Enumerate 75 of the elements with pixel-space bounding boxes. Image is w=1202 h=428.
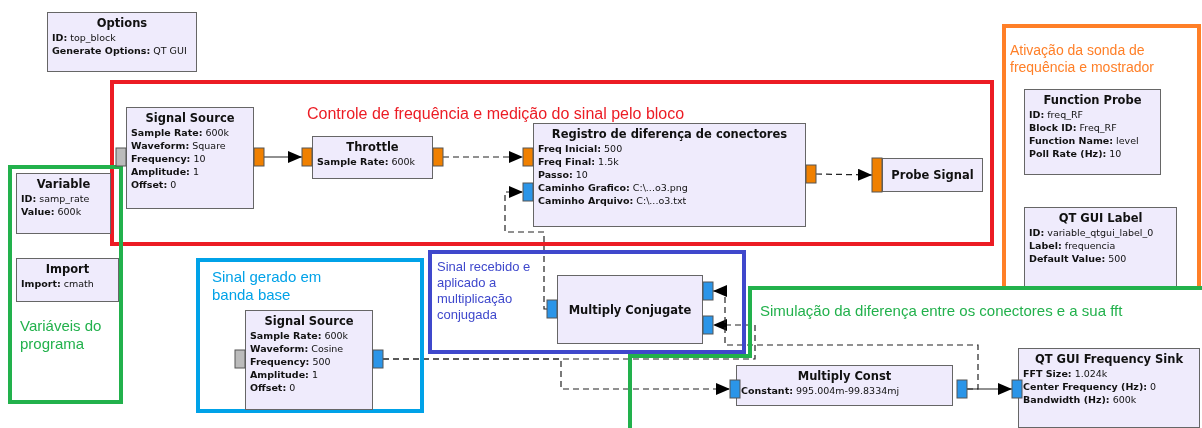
block-title: Signal Source bbox=[144, 110, 236, 126]
block-title: Function Probe bbox=[1042, 92, 1143, 108]
frame-caption: Sinal recebido e aplicado a multiplicação conjugada bbox=[437, 259, 532, 323]
property-text: Bandwidth (Hz): 600k bbox=[1023, 393, 1138, 406]
property-text: ID: top_block bbox=[52, 31, 117, 44]
property-text: Frequency: 10 bbox=[131, 152, 207, 165]
property-text: Freq Inicial: 500 bbox=[538, 142, 624, 155]
block-title: Options bbox=[95, 15, 149, 31]
property-text: Default Value: 500 bbox=[1029, 252, 1128, 265]
block-box bbox=[533, 123, 806, 227]
arrow bbox=[815, 168, 873, 181]
frame-caption: Simulação da diferença entre os conectores e a sua fft bbox=[760, 302, 1124, 321]
property-text: Sample Rate: 600k bbox=[250, 329, 350, 342]
block-title: Multiply Conjugate bbox=[568, 301, 692, 318]
block-box bbox=[312, 136, 433, 179]
frame-caption: Variáveis do programa bbox=[20, 317, 103, 354]
annotation-frame bbox=[8, 165, 123, 404]
property-text: Constant: 995.004m-99.8334mj bbox=[741, 384, 901, 397]
block-box bbox=[16, 173, 111, 234]
block-box bbox=[47, 12, 197, 72]
arrow bbox=[263, 151, 303, 163]
property-text: ID: samp_rate bbox=[21, 192, 91, 205]
property-text: Waveform: Cosine bbox=[250, 342, 345, 355]
block-title: Variable bbox=[35, 176, 92, 192]
arrow bbox=[442, 151, 524, 163]
arrow bbox=[712, 285, 979, 390]
property-text: Sample Rate: 600k bbox=[317, 155, 417, 168]
block-box bbox=[1024, 89, 1161, 175]
property-text: ID: freq_RF bbox=[1029, 108, 1084, 121]
property-text: Caminho Arquivo: C:\...o3.txt bbox=[538, 194, 688, 207]
property-text: FFT Size: 1.024k bbox=[1023, 367, 1109, 380]
property-text: Poll Rate (Hz): 10 bbox=[1029, 147, 1123, 160]
property-text: Waveform: Square bbox=[131, 139, 227, 152]
block-box bbox=[882, 158, 983, 192]
block-title: QT GUI Label bbox=[1057, 210, 1144, 226]
property-text: Sample Rate: 600k bbox=[131, 126, 231, 139]
block-box bbox=[736, 365, 953, 406]
block-title: Signal Source bbox=[263, 313, 355, 329]
arrow bbox=[504, 186, 548, 310]
block-title: Throttle bbox=[345, 139, 400, 155]
block-box bbox=[16, 258, 119, 302]
block-box bbox=[245, 310, 373, 410]
block-title: Probe Signal bbox=[891, 167, 974, 183]
annotation-frame bbox=[428, 250, 746, 354]
property-text: Freq Final: 1.5k bbox=[538, 155, 620, 168]
property-text: Generate Options: QT GUI bbox=[52, 44, 188, 57]
property-text: Passo: 10 bbox=[538, 168, 589, 181]
block-box bbox=[126, 107, 254, 209]
block-title: Import bbox=[44, 261, 91, 277]
property-text: Amplitude: 1 bbox=[250, 368, 319, 381]
block-box bbox=[557, 275, 703, 344]
annotation-frame bbox=[196, 258, 424, 413]
property-text: Center Frequency (Hz): 0 bbox=[1023, 380, 1158, 393]
frame-caption: Controle de frequência e medição do sinal pelo bloco bbox=[307, 104, 686, 124]
block-box bbox=[1024, 207, 1177, 288]
property-text: Offset: 0 bbox=[250, 381, 297, 394]
property-text: Offset: 0 bbox=[131, 178, 178, 191]
frame-caption: Ativação da sonda de frequência e mostrador bbox=[1010, 42, 1155, 77]
property-text: ID: variable_qtgui_label_0 bbox=[1029, 226, 1155, 239]
property-text: Import: cmath bbox=[21, 277, 95, 290]
property-text: Amplitude: 1 bbox=[131, 165, 200, 178]
property-text: Function Name: level bbox=[1029, 134, 1140, 147]
block-title: Registro de diferença de conectores bbox=[550, 126, 789, 142]
block-title: Multiply Const bbox=[796, 368, 893, 384]
block-box bbox=[1018, 348, 1200, 428]
annotation-frame bbox=[110, 80, 994, 246]
property-text: Label: frequencia bbox=[1029, 239, 1117, 252]
property-text: Block ID: Freq_RF bbox=[1029, 121, 1118, 134]
property-text: Value: 600k bbox=[21, 205, 83, 218]
arrow bbox=[966, 383, 1013, 395]
property-text: Caminho Grafico: C:\...o3.png bbox=[538, 181, 689, 194]
arrow bbox=[382, 358, 731, 395]
block-title: QT GUI Frequency Sink bbox=[1033, 351, 1185, 367]
property-text: Frequency: 500 bbox=[250, 355, 332, 368]
frame-caption: Sinal gerado em banda base bbox=[212, 268, 323, 305]
